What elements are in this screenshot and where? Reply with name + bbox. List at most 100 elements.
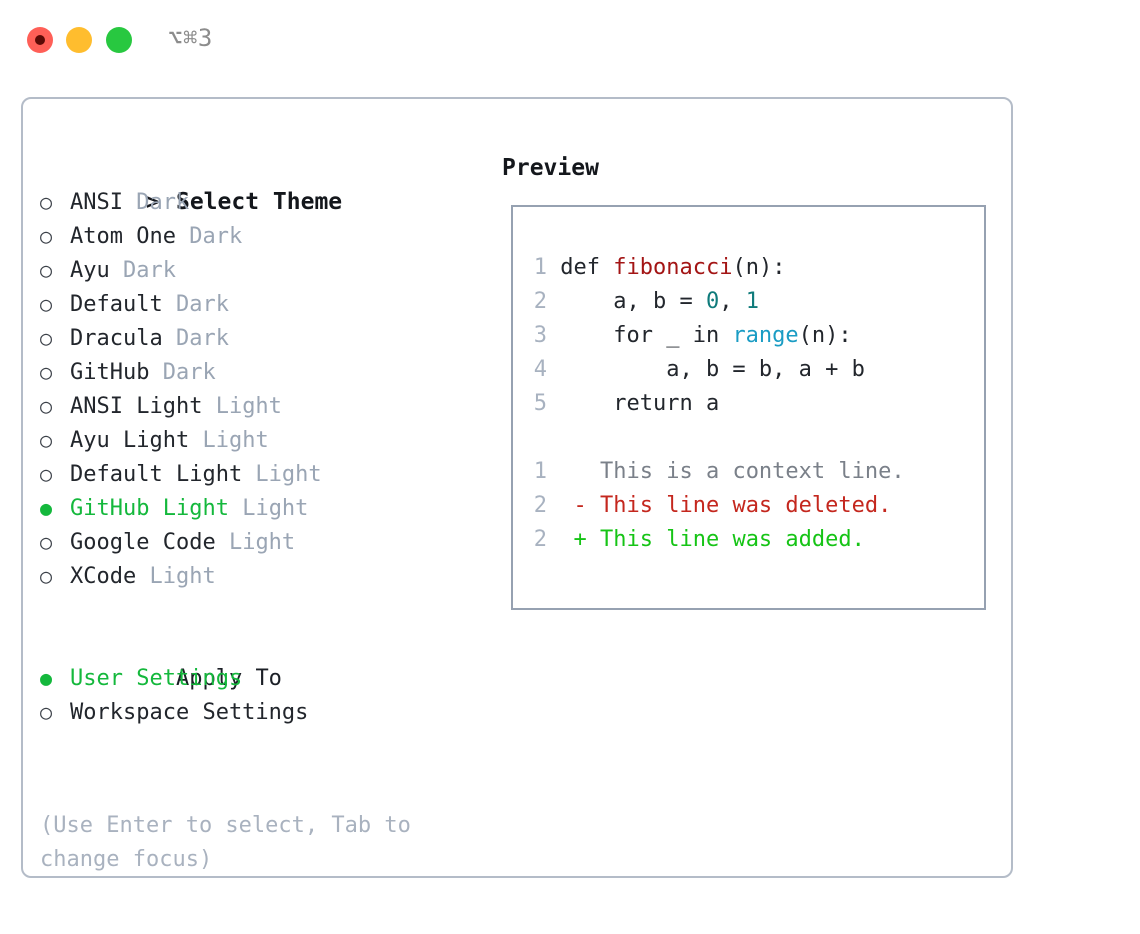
theme-list-item[interactable]: ○Google Code Light bbox=[40, 525, 480, 559]
code-token-call: range bbox=[732, 323, 799, 348]
keyboard-hint: (Use Enter to select, Tab to change focu… bbox=[40, 809, 450, 877]
main-panel: >Select Theme ○ANSI Dark○Atom One Dark○A… bbox=[21, 97, 1013, 878]
code-line-number: 1 bbox=[533, 255, 547, 280]
theme-name-label: Google Code bbox=[70, 530, 216, 555]
radio-unselected-icon[interactable]: ○ bbox=[40, 428, 53, 452]
code-line-number: 2 bbox=[533, 289, 547, 314]
apply-to-item-label: Workspace Settings bbox=[70, 700, 309, 725]
theme-name-label: GitHub Light bbox=[70, 496, 229, 521]
diff-line: 2 + This line was added. bbox=[525, 523, 978, 557]
theme-variant-badge: Dark bbox=[122, 190, 190, 215]
theme-variant-badge: Dark bbox=[175, 224, 243, 249]
theme-variant-badge: Dark bbox=[109, 258, 176, 283]
code-line: 1 def fibonacci(n): bbox=[525, 251, 978, 285]
theme-name-label: Ayu bbox=[70, 258, 110, 283]
diff-marker: - bbox=[573, 493, 587, 518]
radio-unselected-icon[interactable]: ○ bbox=[40, 326, 53, 350]
caret-icon: > bbox=[145, 190, 160, 215]
theme-list-item[interactable]: ○ Atom One Dark bbox=[40, 219, 480, 253]
keyboard-shortcut-label: ⌥⌘3 bbox=[168, 24, 213, 52]
maximize-button-icon[interactable] bbox=[106, 27, 132, 53]
theme-picker-heading-label: Select Theme bbox=[175, 189, 343, 215]
diff-text: This line was deleted. bbox=[586, 493, 892, 518]
diff-marker bbox=[574, 459, 587, 484]
radio-unselected-icon[interactable]: ○ bbox=[40, 292, 53, 316]
keyboard-hint-line-1: (Use Enter to select, Tab to bbox=[40, 813, 411, 838]
theme-name-label: ANSI bbox=[70, 190, 123, 215]
diff-marker: + bbox=[573, 527, 587, 552]
apply-to-heading: ○Apply To bbox=[40, 627, 480, 691]
close-button-inner-dot-icon bbox=[35, 35, 45, 45]
theme-list-item[interactable]: ● GitHub Light Light bbox=[40, 491, 480, 525]
keyboard-hint-line-2: change focus) bbox=[40, 847, 213, 872]
theme-name-label: Dracula bbox=[70, 326, 163, 351]
diff-text: This is a context line. bbox=[586, 459, 905, 484]
theme-name-label: GitHub bbox=[70, 360, 150, 385]
theme-picker-column: >Select Theme ○ANSI Dark○Atom One Dark○A… bbox=[40, 151, 480, 729]
radio-unselected-icon[interactable]: ○ bbox=[40, 224, 53, 248]
section-spacer bbox=[40, 593, 480, 627]
apply-to-item-label: User Settings bbox=[70, 666, 243, 691]
code-line: 5 return a bbox=[525, 387, 978, 421]
theme-list-item[interactable]: ○ Ayu Dark bbox=[40, 253, 480, 287]
theme-list-item[interactable]: ○ ANSI Light Light bbox=[40, 389, 480, 423]
theme-list-item[interactable]: ○ Default Light Light bbox=[40, 457, 480, 491]
code-token-plain: a, b = bbox=[560, 289, 706, 314]
code-token-plain: , bbox=[719, 289, 746, 314]
code-token-plain: a, b = b, a + b bbox=[560, 357, 865, 382]
code-token-num: 0 bbox=[705, 289, 720, 314]
code-diff-spacer bbox=[525, 421, 978, 455]
theme-list: ○ ANSI Dark ○ Atom One Dark ○ Ayu Dark ○ Defaul… bbox=[40, 185, 480, 593]
theme-list-item[interactable]: ○ Dracula Dark bbox=[40, 321, 480, 355]
diff-line: 1 This is a context line. bbox=[525, 455, 978, 489]
code-token-plain: return a bbox=[560, 391, 720, 416]
diff-line: 2 - This line was deleted. bbox=[525, 489, 978, 523]
theme-variant-badge: Dark bbox=[162, 292, 229, 317]
diff-line-number: 1 bbox=[533, 459, 547, 484]
theme-list-item[interactable]: ○ Default Dark bbox=[40, 287, 480, 321]
theme-variant-badge: Light bbox=[136, 564, 216, 589]
radio-unselected-icon[interactable]: ○ bbox=[40, 360, 53, 384]
theme-name-label: XCode bbox=[70, 564, 137, 589]
minimize-button-icon[interactable] bbox=[66, 27, 92, 53]
code-token-num: 1 bbox=[745, 289, 759, 314]
code-token-plain: (n): bbox=[798, 323, 852, 348]
code-line: 4 a, b = b, a + b bbox=[525, 353, 978, 387]
preview-title: Preview bbox=[502, 155, 599, 181]
theme-list-item[interactable]: ○GitHub Dark bbox=[40, 355, 480, 389]
theme-variant-badge: Dark bbox=[162, 326, 229, 351]
radio-unselected-icon[interactable]: ○ bbox=[40, 190, 53, 214]
apply-to-item[interactable]: ○ Workspace Settings bbox=[40, 695, 480, 729]
theme-list-item[interactable]: ○Ayu Light Light bbox=[40, 423, 480, 457]
theme-list-item[interactable]: ○ ANSI Dark bbox=[40, 185, 480, 219]
theme-name-label: ANSI Light bbox=[70, 394, 203, 419]
apply-to-item[interactable]: ● User Settings bbox=[40, 661, 480, 695]
theme-variant-badge: Light bbox=[228, 496, 309, 521]
apply-to-heading-label: Apply To bbox=[175, 666, 282, 691]
radio-unselected-icon[interactable]: ○ bbox=[40, 258, 53, 282]
diff-text: This line was added. bbox=[586, 527, 865, 552]
theme-name-label: Atom One bbox=[70, 224, 176, 249]
code-token-fn: fibonacci bbox=[613, 255, 733, 280]
theme-variant-badge: Light bbox=[202, 394, 282, 419]
code-line: 3 for _ in range(n): bbox=[525, 319, 978, 353]
theme-name-label: Default bbox=[70, 292, 163, 317]
radio-unselected-icon[interactable]: ○ bbox=[40, 394, 53, 418]
apply-to-list: ● User Settings ○ Workspace Settings bbox=[40, 661, 480, 729]
radio-selected-icon[interactable]: ● bbox=[40, 666, 53, 690]
code-token-plain: for _ in bbox=[560, 323, 733, 348]
theme-variant-badge: Light bbox=[242, 462, 322, 487]
radio-unselected-icon[interactable]: ○ bbox=[40, 700, 53, 724]
theme-list-item[interactable]: ○ XCode Light bbox=[40, 559, 480, 593]
theme-name-label: Default Light bbox=[70, 462, 243, 487]
radio-unselected-icon[interactable]: ○ bbox=[40, 564, 53, 588]
theme-variant-badge: Light bbox=[189, 428, 269, 453]
theme-picker-heading: > Select Theme bbox=[40, 151, 480, 215]
radio-selected-icon[interactable]: ● bbox=[40, 496, 53, 520]
radio-unselected-icon[interactable]: ○ bbox=[40, 462, 53, 486]
diff-line-number: 2 bbox=[533, 493, 547, 518]
radio-unselected-icon[interactable]: ○ bbox=[40, 530, 53, 554]
code-line: 2 a, b = 0, 1 bbox=[525, 285, 978, 319]
